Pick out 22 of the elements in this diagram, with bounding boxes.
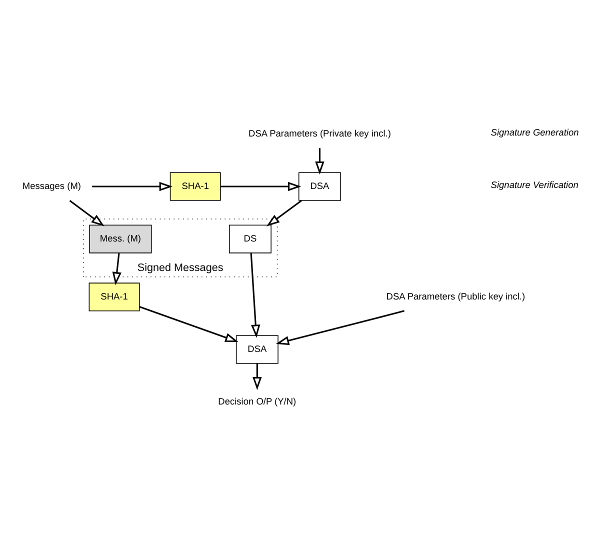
node-text: Decision O/P (Y/N) [218,396,296,406]
label: Signature Verification [490,180,578,190]
node-text: DSA Parameters (Private key incl.) [248,128,391,138]
node-box: DSA [298,172,341,201]
arrow [220,182,302,192]
arrow [250,252,260,338]
arrow [266,200,302,226]
node-text: Messages (M) [22,180,82,191]
node-box: Mess. (M) [89,224,152,254]
arrow [315,148,324,175]
node-box: SHA-1 [88,282,140,312]
node-text: DSA Parameters (Public key incl.) [386,291,526,302]
arrow [112,253,122,286]
label: Signature Generation [490,128,579,138]
node-box: DS [228,224,272,254]
node-box: SHA-1 [170,172,221,201]
node-box: DSA [236,335,278,364]
arrow [252,364,262,390]
arrow [69,200,104,226]
arrow [92,182,172,192]
arrow [139,306,238,342]
arrow [276,310,404,346]
